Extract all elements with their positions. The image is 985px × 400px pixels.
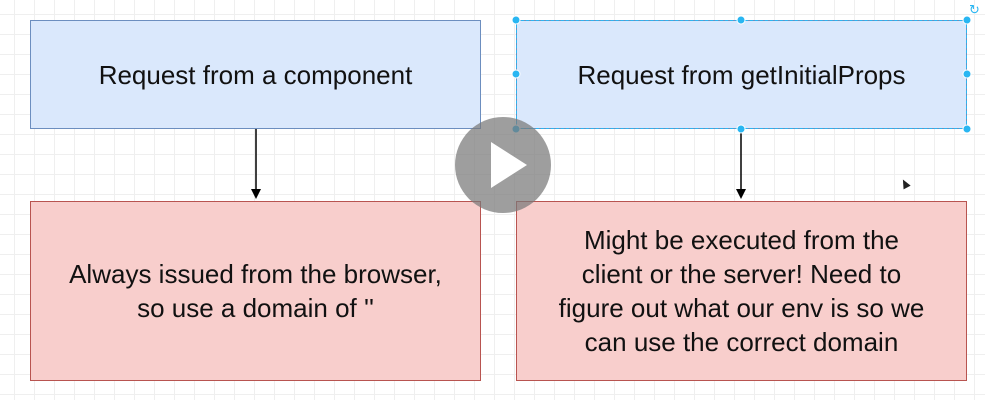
node-might-be-executed-client-or-server[interactable]: Might be executed from the client or the… [516, 201, 967, 381]
resize-handle-top-right[interactable] [962, 15, 972, 25]
node-label: Request from a component [98, 59, 413, 90]
node-request-from-component[interactable]: Request from a component [30, 20, 481, 129]
node-request-from-getinitialprops[interactable]: Request from getInitialProps [516, 20, 967, 129]
resize-handle-bottom-right[interactable] [962, 124, 972, 134]
resize-handle-bottom[interactable] [736, 124, 746, 134]
node-always-issued-from-browser[interactable]: Always issued from the browser, so use a… [30, 201, 481, 381]
rotate-icon[interactable]: ↻ [969, 3, 980, 18]
resize-handle-left[interactable] [511, 69, 521, 79]
node-label: Might be executed from the client or the… [558, 225, 925, 357]
resize-handle-right[interactable] [962, 69, 972, 79]
play-icon[interactable] [455, 117, 551, 213]
node-label: Always issued from the browser, so use a… [69, 259, 442, 323]
resize-handle-top-left[interactable] [511, 15, 521, 25]
node-label: Request from getInitialProps [577, 59, 906, 90]
resize-handle-top[interactable] [736, 15, 746, 25]
